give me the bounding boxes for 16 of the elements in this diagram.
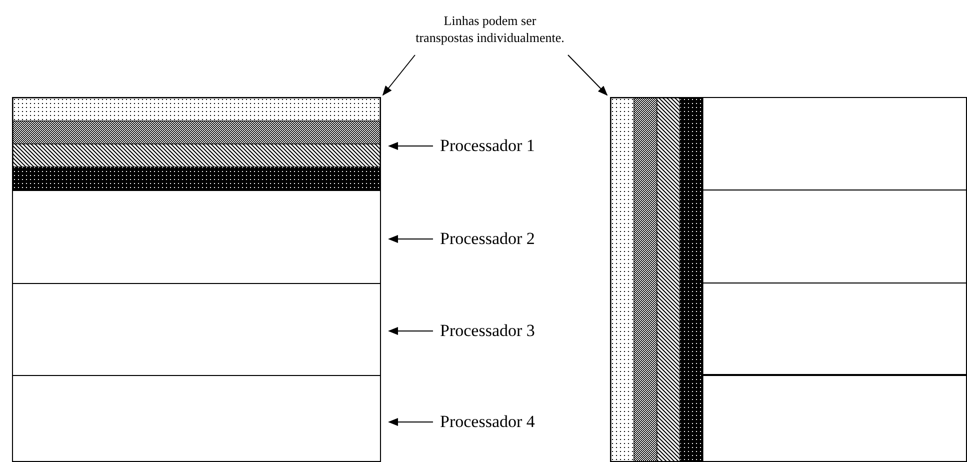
matrix-block: [12, 190, 381, 284]
arrow: [388, 418, 434, 426]
transposed-matrix: [610, 97, 967, 462]
leader-arrow: [568, 54, 608, 96]
note-text: Linhas podem ser transpostas individualmente.: [415, 12, 565, 46]
arrow: [388, 327, 434, 335]
processor-label: Processador 1: [440, 136, 535, 156]
striped-row-block: [12, 97, 381, 191]
matrix-block: [12, 375, 381, 462]
arrow: [388, 142, 434, 150]
leader-arrow: [382, 54, 416, 96]
processor-label: Processador 3: [440, 321, 535, 341]
processor-label: Processador 2: [440, 229, 535, 249]
arrow: [388, 235, 434, 243]
matrix-block: [12, 283, 381, 376]
processor-label: Processador 4: [440, 412, 535, 432]
